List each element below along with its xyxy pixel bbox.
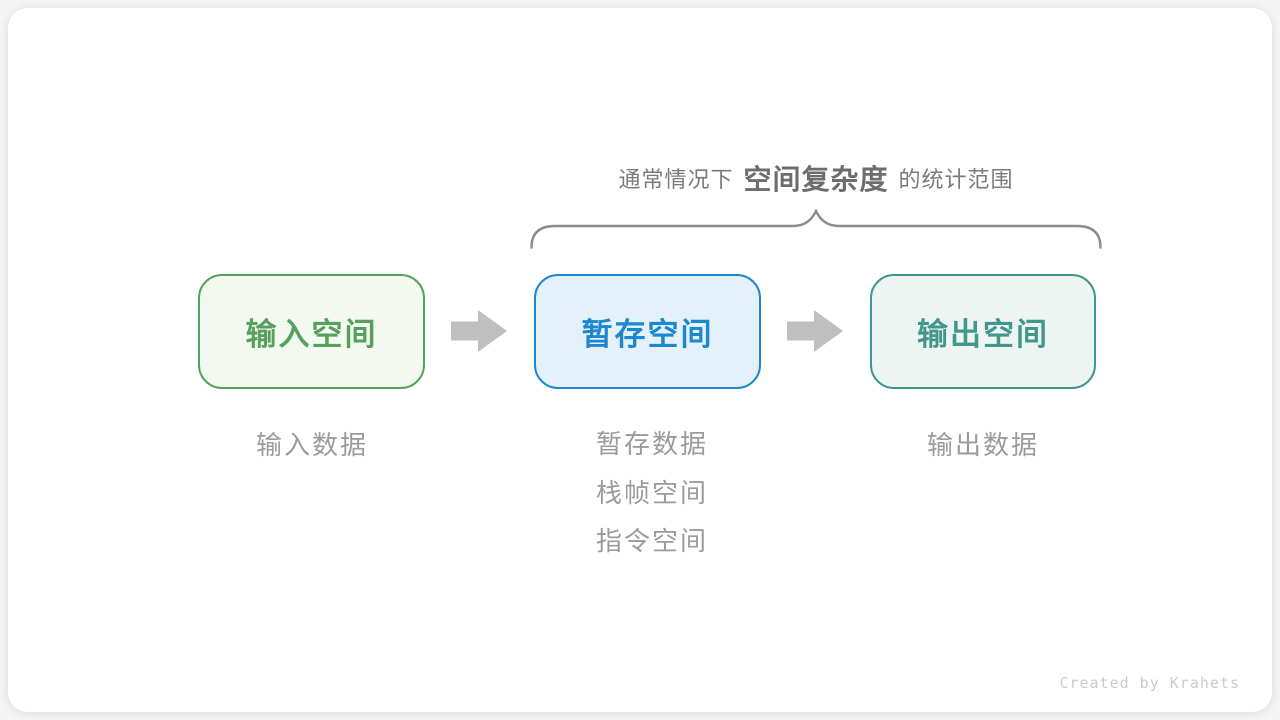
diagram-card: 通常情况下空间复杂度的统计范围 输入空间 暂存空间 输出空间 输入数据 暂存数据… — [8, 8, 1272, 712]
brace-icon — [530, 209, 1102, 249]
arrow-right-icon — [451, 310, 507, 352]
sublabel-stack-frame-space: 栈帧空间 — [595, 478, 709, 508]
sublabel-temporary-data: 暂存数据 — [595, 429, 709, 459]
title-bold-term: 空间复杂度 — [743, 164, 889, 195]
sublabel-input-data: 输入数据 — [255, 430, 369, 460]
box-input-space: 输入空间 — [198, 274, 425, 389]
box-temporary-space: 暂存空间 — [534, 274, 761, 389]
box-temporary-space-label: 暂存空间 — [581, 317, 714, 352]
sublabel-output-data: 输出数据 — [926, 430, 1040, 460]
arrow-right-icon — [787, 310, 843, 352]
box-input-space-label: 输入空间 — [245, 317, 378, 352]
box-output-space: 输出空间 — [870, 274, 1096, 389]
title-suffix: 的统计范围 — [898, 167, 1014, 192]
credit-text: Created by Krahets — [1059, 674, 1240, 692]
sublabel-instruction-space: 指令空间 — [595, 526, 709, 556]
diagram-title: 通常情况下空间复杂度的统计范围 — [618, 158, 1013, 198]
box-output-space-label: 输出空间 — [917, 317, 1049, 352]
title-prefix: 通常情况下 — [618, 167, 734, 192]
